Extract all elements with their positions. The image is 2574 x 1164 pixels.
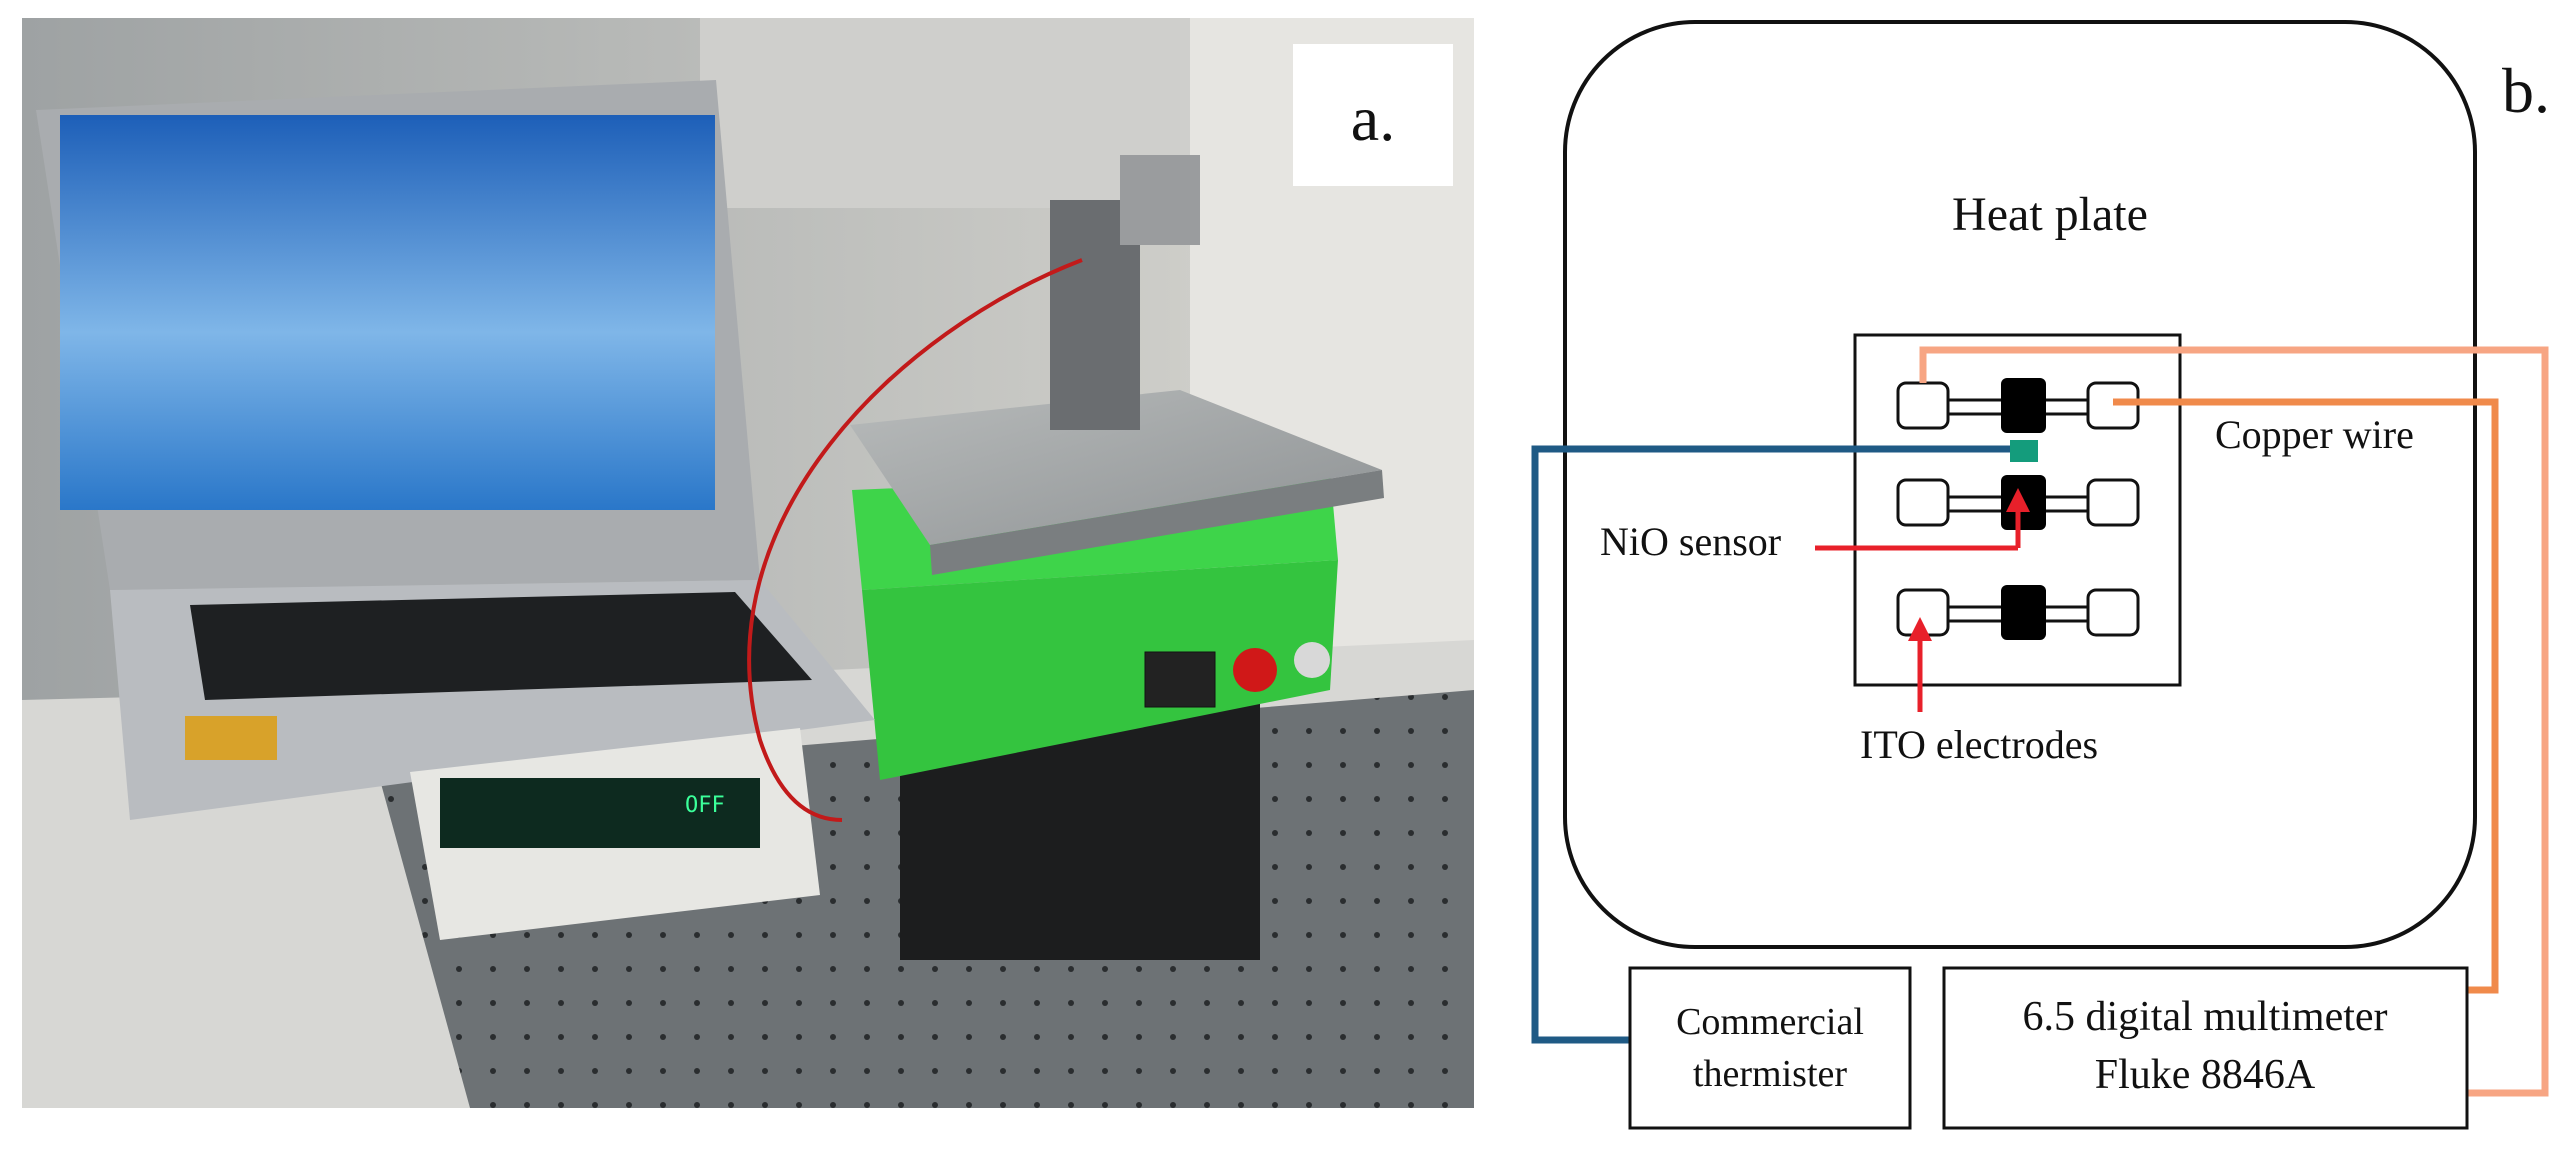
thermister-wire — [1531, 445, 2010, 1044]
heat-plate-outline — [1563, 20, 2477, 949]
thermister-label-line2: thermister — [1693, 1053, 1847, 1095]
thermister-box — [1628, 966, 1912, 1130]
panel-b-label: b. — [2502, 55, 2550, 126]
panel-a-photo: OFF a. — [22, 18, 1474, 1108]
panel-a-label-box — [1293, 44, 1453, 186]
panel-b-diagram: b. Heat plate — [1531, 20, 2550, 1130]
thermister-label-line1: Commercial — [1676, 1001, 1864, 1043]
multimeter-box — [1942, 966, 2469, 1130]
laptop-icon — [36, 80, 875, 820]
ito-electrodes-label: ITO electrodes — [1860, 722, 2098, 767]
nio-arrow-head — [2006, 488, 2030, 512]
multimeter-label-line1: 6.5 digital multimeter — [2022, 994, 2387, 1040]
hot-plate-icon — [850, 155, 1384, 960]
test-lead — [747, 258, 1083, 822]
nio-sensor-pad — [2001, 585, 2046, 640]
laptop-screen — [60, 115, 715, 510]
thermister-chip — [2010, 440, 2038, 462]
ito-electrode — [2086, 478, 2140, 527]
nio-sensor-label: NiO sensor — [1600, 519, 1781, 564]
sensor-row-3 — [1896, 585, 2140, 640]
nio-sensor-pad — [2001, 378, 2046, 433]
multimeter-label-line2: Fluke 8846A — [2095, 1052, 2316, 1098]
ito-electrode — [1896, 478, 1950, 527]
copper-wire-outer — [1919, 346, 2549, 1097]
panel-a-label: a. — [1351, 83, 1395, 154]
ito-electrode — [1896, 381, 1950, 430]
ito-electrode — [2086, 588, 2140, 637]
meter-display-text: OFF — [685, 793, 725, 818]
laptop-sticker — [185, 716, 277, 760]
sensor-row-1 — [1896, 378, 2140, 433]
copper-wire-inner — [2113, 398, 2499, 994]
source-meter-icon: OFF — [410, 728, 820, 940]
ito-arrow-head — [1908, 617, 1932, 641]
copper-wire-label: Copper wire — [2215, 412, 2414, 457]
heat-plate-label: Heat plate — [1952, 188, 2148, 241]
